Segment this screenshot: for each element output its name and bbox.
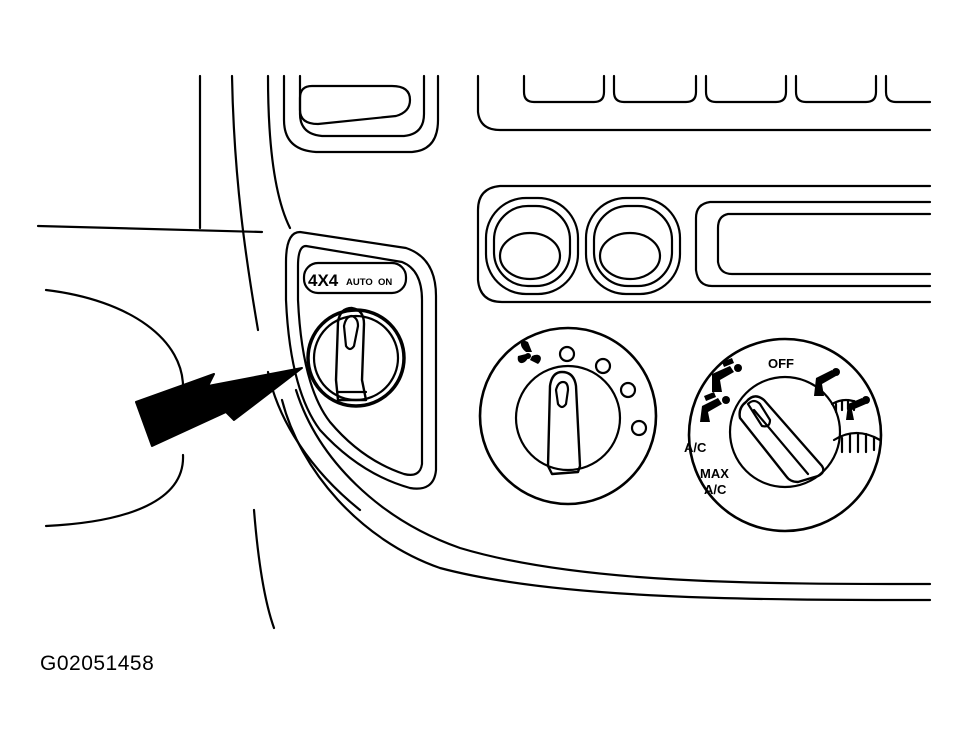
mode-off-label: OFF bbox=[768, 356, 794, 371]
4x4-switch-panel bbox=[284, 230, 438, 490]
round-vent-right bbox=[584, 196, 682, 296]
figure-code: G02051458 bbox=[40, 652, 155, 675]
steering-column-outline bbox=[36, 74, 264, 528]
mode-knob[interactable] bbox=[687, 337, 883, 533]
round-vent-left bbox=[484, 196, 580, 296]
mode-ac-label: A/C bbox=[684, 440, 707, 455]
fan-speed-knob[interactable] bbox=[478, 326, 658, 506]
4x4-selector-knob[interactable] bbox=[306, 306, 406, 408]
vent-mode-icons bbox=[700, 358, 870, 422]
mode-max-label: MAX bbox=[700, 466, 729, 481]
vent-row-frame bbox=[476, 184, 932, 304]
radio-trim-top bbox=[476, 74, 932, 132]
upper-vent-outline bbox=[282, 74, 440, 154]
dash-edge-curves bbox=[230, 74, 932, 630]
4x4-badge-auto-label: AUTO bbox=[346, 277, 373, 288]
4x4-badge-on-label: ON bbox=[378, 277, 392, 288]
defrost-icons bbox=[830, 398, 882, 454]
4x4-badge bbox=[302, 261, 408, 295]
fan-speed-dots bbox=[558, 345, 648, 437]
mode-max-ac-label: A/C bbox=[704, 482, 727, 497]
fan-icon bbox=[517, 340, 541, 364]
4x4-badge-main-label: 4X4 bbox=[308, 271, 339, 290]
callout-arrow bbox=[135, 367, 303, 447]
